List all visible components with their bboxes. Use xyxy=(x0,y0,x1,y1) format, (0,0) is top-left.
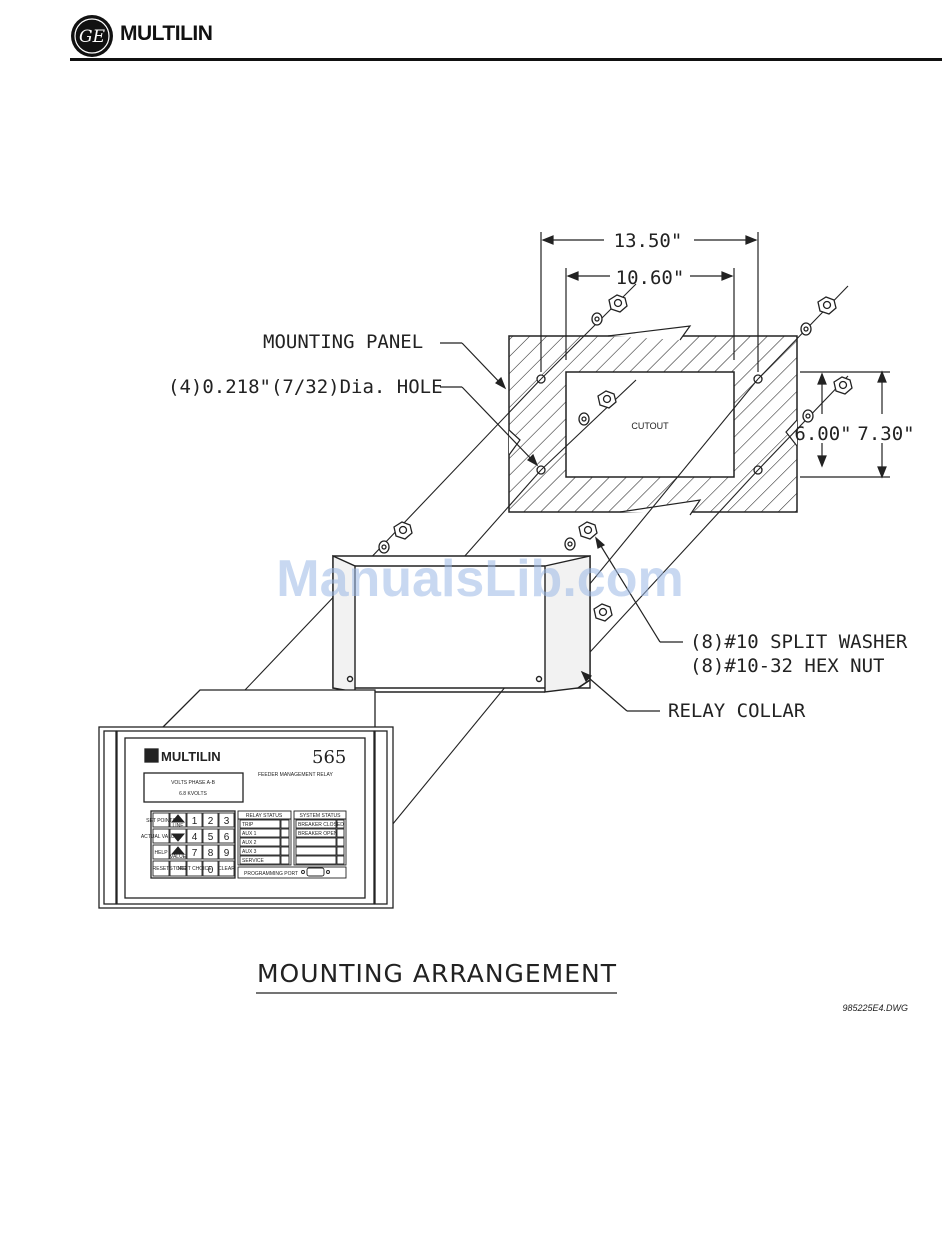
drawing-number: 985225E4.DWG xyxy=(842,1003,908,1013)
cutout-label: CUTOUT xyxy=(631,421,669,431)
next-choice-key[interactable] xyxy=(186,860,203,877)
svg-text:AUX 2: AUX 2 xyxy=(242,840,257,846)
mounting-panel-label: MOUNTING PANEL xyxy=(263,331,423,353)
split-washer-icon xyxy=(378,540,390,554)
next-choice-key-label: NEXT CHOICE xyxy=(177,866,212,872)
key-9[interactable] xyxy=(218,844,235,860)
split-washer-icon xyxy=(800,322,812,336)
split-washer-icon xyxy=(578,412,590,426)
key-6[interactable] xyxy=(218,828,235,844)
hex-nut-icon xyxy=(578,521,598,540)
dim-inner-width: 10.60" xyxy=(616,267,685,289)
dimensions xyxy=(540,232,890,479)
hex-nut-label: (8)#10-32 HEX NUT xyxy=(690,655,884,677)
svg-text:BREAKER OPEN: BREAKER OPEN xyxy=(298,831,338,837)
key-1[interactable] xyxy=(186,812,203,828)
svg-text:8: 8 xyxy=(208,848,214,859)
clear-key[interactable] xyxy=(218,860,235,877)
dim-outer-height: 7.30" xyxy=(857,423,914,445)
svg-text:5: 5 xyxy=(208,832,214,843)
relay-keypad xyxy=(152,812,235,877)
relay-subtitle: FEEDER MANAGEMENT RELAY xyxy=(258,772,333,778)
hex-nut-icon xyxy=(593,603,613,622)
ge-logo-icon: GE xyxy=(71,15,113,57)
drawing-title: MOUNTING ARRANGEMENT xyxy=(257,959,617,988)
svg-text:AUX 1: AUX 1 xyxy=(242,831,257,837)
hex-nut-icon xyxy=(393,521,413,540)
svg-text:3: 3 xyxy=(224,816,230,827)
reset-key-label: RESET xyxy=(153,866,170,872)
svg-text:BREAKER CLOSED: BREAKER CLOSED xyxy=(298,822,344,828)
split-washer-icon xyxy=(591,312,603,326)
mounting-panel xyxy=(508,325,798,516)
help-key[interactable] xyxy=(152,844,170,860)
system-status-header: SYSTEM STATUS xyxy=(300,813,342,819)
setpoints-key-label: SET POINTS xyxy=(146,818,176,824)
hex-nut-icon xyxy=(597,390,617,409)
system-status-panel xyxy=(293,810,347,866)
reset-key[interactable] xyxy=(152,860,170,877)
key-4[interactable] xyxy=(186,828,203,844)
brand-name: MULTILIN xyxy=(120,22,213,45)
relay-model: 565 xyxy=(312,747,346,768)
hole-label: (4)0.218"(7/32)Dia. HOLE xyxy=(168,376,443,398)
hex-nut-icon xyxy=(608,294,628,313)
split-washer-label: (8)#10 SPLIT WASHER xyxy=(690,631,908,653)
relay-body xyxy=(160,689,376,729)
split-washer-icon xyxy=(802,409,814,423)
svg-text:SERVICE: SERVICE xyxy=(242,858,265,864)
programming-port xyxy=(237,866,347,879)
store-key[interactable] xyxy=(169,860,187,877)
key-2[interactable] xyxy=(202,812,219,828)
key-5[interactable] xyxy=(202,828,219,844)
key-3[interactable] xyxy=(218,812,235,828)
key-7[interactable] xyxy=(186,844,203,860)
dim-outer-width: 13.50" xyxy=(614,230,683,252)
relay-status-header: RELAY STATUS xyxy=(246,813,283,819)
relay-collar-label: RELAY COLLAR xyxy=(668,700,806,722)
svg-text:TRIP: TRIP xyxy=(242,822,254,828)
svg-text:6: 6 xyxy=(224,832,230,843)
hex-nut-icon xyxy=(833,376,853,395)
ge-logo-text: GE xyxy=(79,27,106,47)
dim-inner-height: 6.00" xyxy=(794,423,851,445)
display-line-1: VOLTS PHASE A-B xyxy=(171,780,215,786)
key-8[interactable] xyxy=(202,844,219,860)
setpoints-key[interactable] xyxy=(152,812,170,828)
line-key-label: LINE xyxy=(172,823,184,829)
svg-text:4: 4 xyxy=(192,832,198,843)
relay-status-panel xyxy=(237,810,292,866)
svg-text:AUX 3: AUX 3 xyxy=(242,849,257,855)
relay-collar xyxy=(332,554,591,693)
svg-text:1: 1 xyxy=(192,816,198,827)
key-0[interactable] xyxy=(202,860,219,877)
svg-text:9: 9 xyxy=(224,848,230,859)
display-line-2: 6.8 KVOLTS xyxy=(179,791,207,797)
actual-key-label: ACTUAL VALUES xyxy=(141,834,182,840)
help-key-label: HELP xyxy=(154,850,168,856)
programming-port-label: PROGRAMMING PORT xyxy=(244,871,298,877)
split-washer-icon xyxy=(564,537,576,551)
relay-brand: MULTILIN xyxy=(161,749,221,764)
svg-text:0: 0 xyxy=(208,865,214,876)
svg-text:2: 2 xyxy=(208,816,214,827)
store-key-label: STORE xyxy=(169,866,187,872)
value-key-label: VALUE xyxy=(170,854,187,860)
hex-nut-icon xyxy=(817,296,837,315)
actual-key[interactable] xyxy=(152,828,170,844)
svg-text:7: 7 xyxy=(192,848,198,859)
page-header: GE MULTILIN xyxy=(70,14,942,62)
header-rule xyxy=(70,58,942,61)
clear-key-label: CLEAR xyxy=(218,866,235,872)
watermark: ManualsLib.com xyxy=(276,550,683,608)
